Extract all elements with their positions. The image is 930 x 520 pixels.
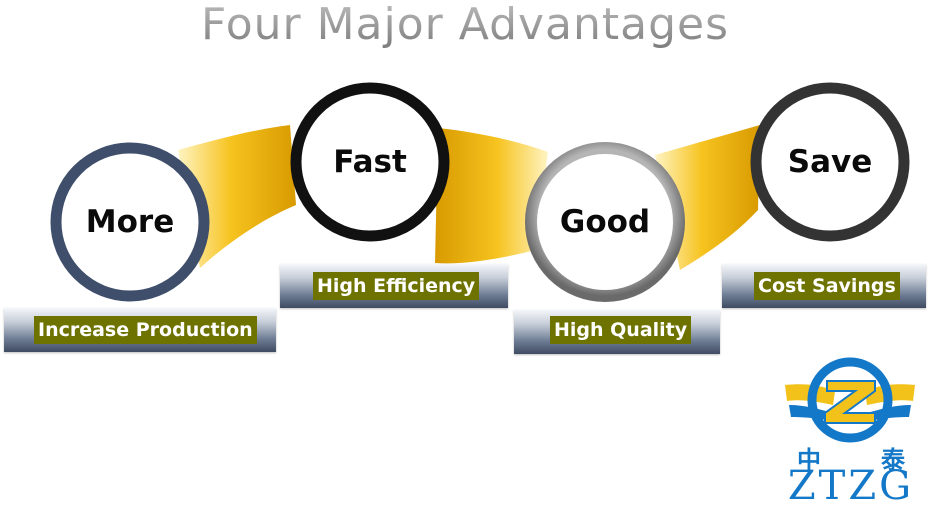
page-title: Four Major Advantages xyxy=(0,0,930,50)
advantage-word-save: Save xyxy=(787,144,873,180)
caption-more: Increase Production xyxy=(34,316,257,344)
caption-bar-good: High Quality xyxy=(514,310,720,354)
connector-fast-good xyxy=(435,128,548,264)
caption-fast: High Efficiency xyxy=(313,272,480,300)
logo-name: ZTZG xyxy=(787,463,915,509)
advantage-word-good: Good xyxy=(559,204,651,240)
ztzg-logo: 中 泰 ZTZG xyxy=(775,355,925,515)
caption-good: High Quality xyxy=(550,316,692,344)
advantage-word-more: More xyxy=(85,204,175,240)
logo-chinese-right: 泰 xyxy=(881,446,905,474)
caption-bar-fast: High Efficiency xyxy=(280,264,508,308)
circle-save xyxy=(750,82,910,242)
circle-good xyxy=(525,142,685,302)
advantage-word-fast: Fast xyxy=(333,144,407,180)
circle-fast xyxy=(290,82,450,242)
logo-chinese-left: 中 xyxy=(797,446,821,474)
z-wings-emblem-icon xyxy=(785,357,915,443)
caption-bar-save: Cost Savings xyxy=(722,264,926,308)
caption-save: Cost Savings xyxy=(754,272,900,300)
caption-bar-more: Increase Production xyxy=(4,308,276,352)
circle-more xyxy=(50,142,210,302)
